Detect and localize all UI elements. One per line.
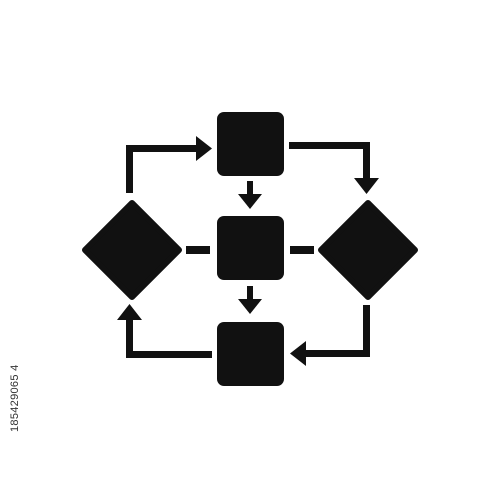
arrow-middle-to-bottom-shaft bbox=[247, 286, 253, 300]
process-box-top bbox=[217, 112, 284, 176]
process-box-middle bbox=[217, 216, 284, 280]
arrow-bottom-to-left-riser bbox=[126, 318, 133, 358]
arrow-up-icon bbox=[117, 304, 142, 320]
arrow-left-icon bbox=[290, 341, 306, 366]
arrow-down-icon bbox=[354, 178, 379, 194]
arrow-right-to-bottom-shaft bbox=[304, 350, 370, 357]
connector-right bbox=[290, 246, 314, 254]
arrow-top-to-right-shaft bbox=[289, 142, 370, 149]
stock-id-watermark: 185429065 4 bbox=[0, 0, 21, 500]
arrow-top-to-right-drop bbox=[363, 142, 370, 180]
decision-diamond-left bbox=[82, 200, 182, 300]
arrow-right-to-bottom-drop bbox=[363, 305, 370, 357]
connector-left bbox=[186, 246, 210, 254]
arrow-left-to-top-shaft bbox=[126, 145, 198, 152]
decision-diamond-right bbox=[318, 200, 418, 300]
arrow-left-to-top-riser bbox=[126, 145, 133, 193]
arrow-top-to-middle-shaft bbox=[247, 181, 253, 195]
arrow-down-icon bbox=[238, 194, 262, 209]
process-box-bottom bbox=[217, 322, 284, 386]
arrow-bottom-to-left-shaft bbox=[126, 351, 212, 358]
arrow-down-icon bbox=[238, 299, 262, 314]
stock-id-text: 185429065 4 bbox=[9, 364, 21, 432]
arrow-right-icon bbox=[196, 136, 212, 161]
